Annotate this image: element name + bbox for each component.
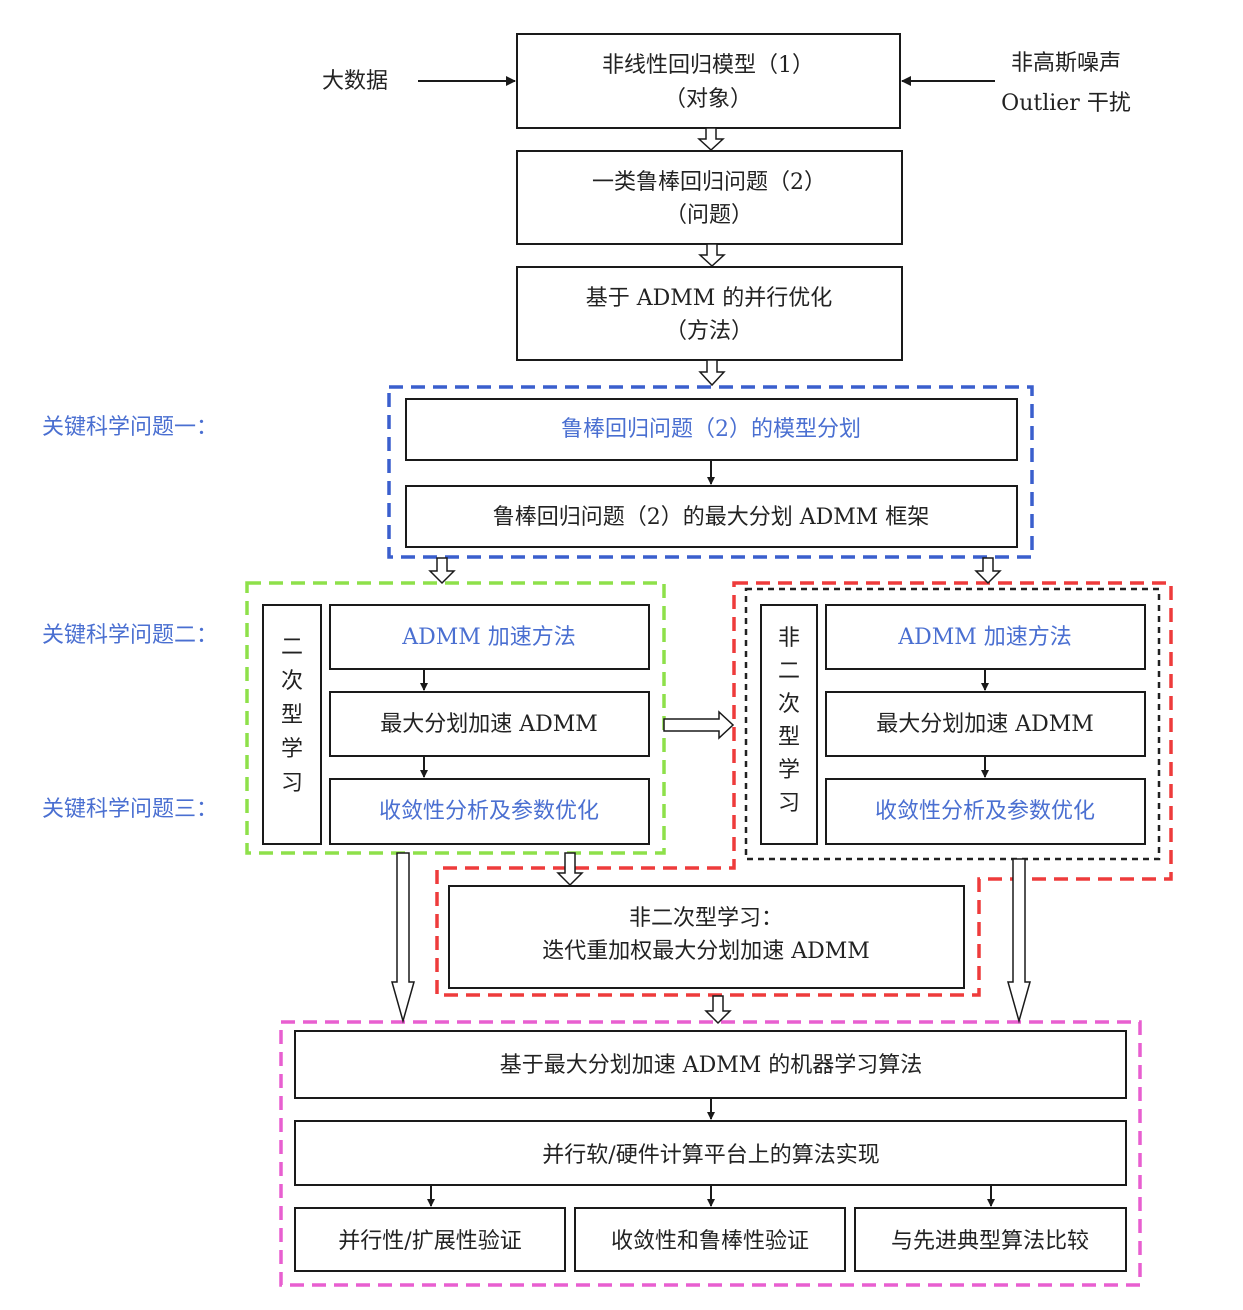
implementation-box	[294, 1120, 1127, 1186]
hollow-arrow-3	[698, 359, 726, 387]
key-question-1: 关键科学问题一：	[42, 415, 218, 440]
implementation-label: 并行软/硬件计算平台上的算法实现	[542, 1143, 879, 1168]
nonquadratic-side-char-6: 习	[778, 791, 800, 816]
input-big-data: 大数据	[322, 69, 388, 94]
problem-title: 一类鲁棒回归问题（2）	[592, 170, 826, 195]
red-dashed-frame	[435, 581, 1173, 997]
nonquadratic-accel-box	[825, 604, 1146, 670]
quadratic-accel-label: ADMM 加速方法	[401, 625, 576, 650]
hollow-arrow-to-reweighted	[556, 852, 584, 887]
quadratic-side-char-5: 习	[281, 771, 303, 796]
nonquadratic-admm-label: 最大分划加速 ADMM	[876, 712, 1094, 737]
method-box	[516, 266, 903, 361]
hollow-arrow-to-right	[663, 710, 735, 740]
nonquadratic-convergence-box	[825, 778, 1146, 845]
quadratic-side-char-2: 次	[281, 669, 303, 694]
hollow-arrow-2	[698, 243, 726, 268]
nonquadratic-admm-box	[825, 691, 1146, 757]
quadratic-side-char-4: 学	[281, 737, 303, 762]
nonquadratic-side-char-5: 学	[778, 758, 800, 783]
ml-algorithm-box	[294, 1030, 1127, 1099]
quadratic-admm-box	[329, 691, 650, 757]
quadratic-side-label: 二 次 型 学 习	[281, 635, 303, 796]
reweighted-line2: 迭代重加权最大分划加速 ADMM	[542, 939, 870, 964]
nonquadratic-side-char-4: 型	[778, 725, 800, 750]
quadratic-side-char-3: 型	[281, 703, 303, 728]
robustness-label: 收敛性和鲁棒性验证	[611, 1229, 809, 1254]
model-subtitle: （对象）	[664, 87, 752, 112]
input-noise-line2: Outlier 干扰	[1001, 91, 1131, 116]
nonquadratic-side-char-2: 二	[778, 659, 800, 684]
nonquadratic-convergence-label: 收敛性分析及参数优化	[875, 799, 1095, 824]
scalability-label: 并行性/扩展性验证	[338, 1229, 521, 1254]
nonquadratic-side-char-3: 次	[778, 692, 800, 717]
reweighted-box	[448, 885, 965, 989]
input-noise-line1: 非高斯噪声	[1011, 51, 1121, 76]
hollow-arrow-to-nonquadratic	[974, 557, 1002, 585]
quadratic-side-char-1: 二	[281, 635, 303, 660]
ml-algorithm-label: 基于最大分划加速 ADMM 的机器学习算法	[500, 1053, 923, 1078]
quadratic-accel-box	[329, 604, 650, 670]
scalability-box	[294, 1207, 566, 1272]
problem-subtitle: （问题）	[665, 203, 753, 228]
problem-box	[516, 150, 903, 245]
key-question-3: 关键科学问题三：	[42, 797, 218, 822]
model-partition-label: 鲁棒回归问题（2）的模型分划	[561, 417, 861, 442]
hollow-arrow-to-quadratic	[428, 557, 456, 585]
nonquadratic-side-box	[760, 604, 818, 845]
comparison-label: 与先进典型算法比较	[891, 1229, 1089, 1254]
nonquadratic-accel-label: ADMM 加速方法	[897, 625, 1072, 650]
pink-dashed-frame	[279, 1020, 1142, 1287]
blue-dashed-frame	[387, 385, 1034, 559]
nonquadratic-side-label: 非 二 次 型 学 习	[778, 626, 800, 816]
hollow-arrow-long-right	[1007, 858, 1031, 1024]
nonquadratic-side-char-1: 非	[778, 626, 800, 651]
admm-framework-label: 鲁棒回归问题（2）的最大分划 ADMM 框架	[493, 505, 930, 530]
model-title: 非线性回归模型（1）	[602, 53, 814, 78]
green-dashed-frame	[245, 581, 666, 855]
hollow-arrow-to-bottom	[704, 995, 732, 1025]
robustness-box	[574, 1207, 846, 1272]
method-title: 基于 ADMM 的并行优化	[586, 286, 833, 311]
admm-framework-box	[405, 485, 1018, 548]
hollow-arrow-1	[697, 127, 725, 152]
model-box	[516, 33, 901, 129]
method-subtitle: （方法）	[665, 319, 753, 344]
quadratic-side-box	[262, 604, 322, 845]
key-question-2: 关键科学问题二：	[42, 623, 218, 648]
model-partition-box	[405, 398, 1018, 461]
quadratic-convergence-label: 收敛性分析及参数优化	[379, 799, 599, 824]
comparison-box	[854, 1207, 1127, 1272]
quadratic-admm-label: 最大分划加速 ADMM	[380, 712, 598, 737]
reweighted-line1: 非二次型学习：	[629, 906, 783, 931]
quadratic-convergence-box	[329, 778, 650, 845]
hollow-arrow-long-left	[391, 852, 415, 1024]
